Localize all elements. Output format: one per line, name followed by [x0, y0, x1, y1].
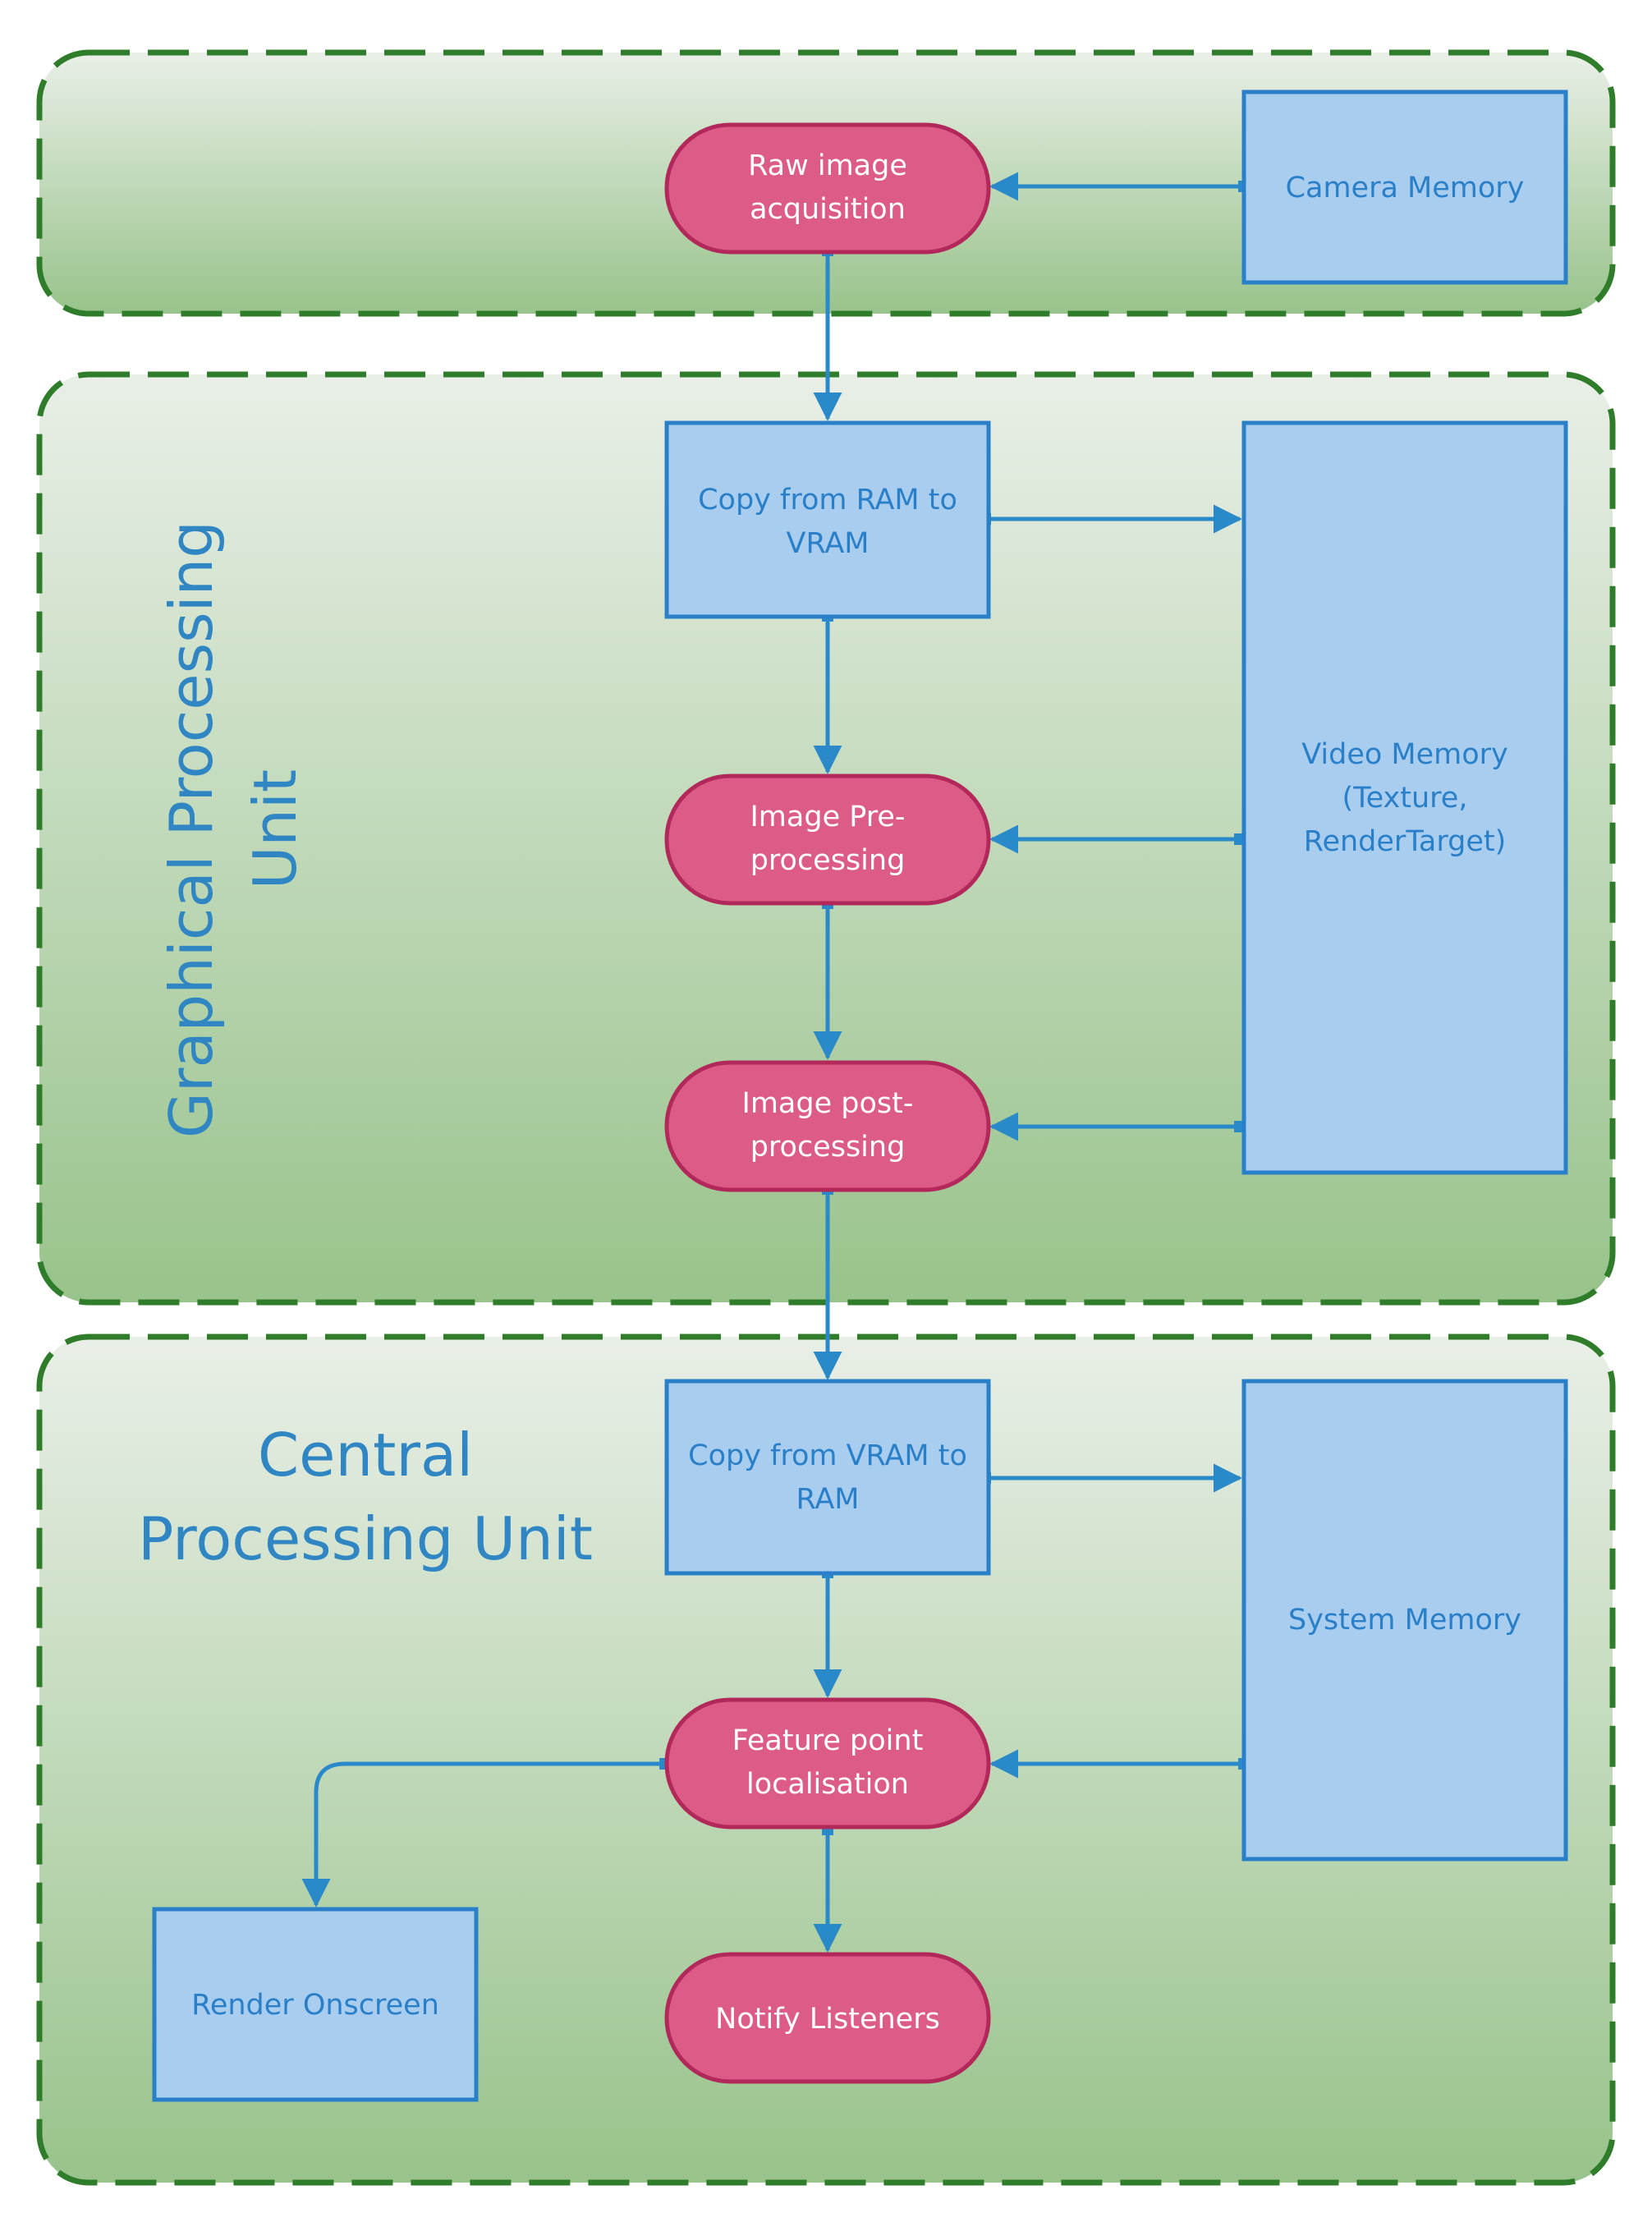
- video-memory-node[interactable]: Video Memory (Texture, RenderTarget): [1241, 420, 1568, 1175]
- notify-listeners-node[interactable]: Notify Listeners: [664, 1952, 991, 2084]
- image-pre-processing-node[interactable]: Image Pre- processing: [664, 774, 991, 906]
- notify-listeners-label: Notify Listeners: [715, 2003, 940, 2036]
- image-post-processing-node[interactable]: Image post- processing: [664, 1060, 991, 1192]
- cpu-region-title: Central Processing Unit: [138, 1421, 593, 1573]
- raw-image-label-1: Raw image: [748, 149, 907, 182]
- cpu-title-line2: Processing Unit: [138, 1504, 593, 1573]
- feature-point-label-1: Feature point: [732, 1724, 924, 1757]
- feature-point-label-2: localisation: [746, 1768, 909, 1801]
- copy-vram-to-ram-node[interactable]: Copy from VRAM to RAM: [664, 1379, 991, 1576]
- video-memory-label-3: RenderTarget): [1304, 825, 1507, 858]
- copy-ram-label-1: Copy from RAM to: [698, 484, 957, 516]
- image-post-label-1: Image post-: [742, 1087, 914, 1120]
- cpu-title-line1: Central: [258, 1421, 473, 1490]
- raw-image-label-2: acquisition: [750, 193, 906, 226]
- gpu-region-title: Graphical Processing Unit: [157, 521, 310, 1138]
- image-post-label-2: processing: [750, 1131, 906, 1164]
- connectors: [301, 172, 1244, 1953]
- render-onscreen-label: Render Onscreen: [191, 1989, 439, 2022]
- system-memory-label: System Memory: [1288, 1604, 1521, 1637]
- camera-memory-node[interactable]: Camera Memory: [1241, 90, 1568, 285]
- image-pre-label-1: Image Pre-: [750, 801, 905, 833]
- gpu-title-line2: Unit: [241, 769, 310, 890]
- connector-feature-to-render: [301, 1761, 665, 1908]
- copy-vram-label-1: Copy from VRAM to: [688, 1439, 967, 1472]
- copy-ram-to-vram-node[interactable]: Copy from RAM to VRAM: [664, 420, 991, 619]
- system-memory-node[interactable]: System Memory: [1241, 1379, 1568, 1862]
- render-onscreen-node[interactable]: Render Onscreen: [152, 1907, 479, 2102]
- video-memory-label-2: (Texture,: [1342, 782, 1468, 815]
- video-memory-label-1: Video Memory: [1301, 738, 1508, 771]
- raw-image-acquisition-node[interactable]: Raw image acquisition: [664, 122, 991, 255]
- copy-ram-label-2: VRAM: [787, 527, 870, 560]
- gpu-title-line1: Graphical Processing: [157, 521, 226, 1138]
- camera-memory-label: Camera Memory: [1286, 172, 1525, 204]
- image-pre-label-2: processing: [750, 844, 906, 877]
- copy-vram-label-2: RAM: [796, 1483, 859, 1516]
- feature-point-localisation-node[interactable]: Feature point localisation: [664, 1697, 991, 1829]
